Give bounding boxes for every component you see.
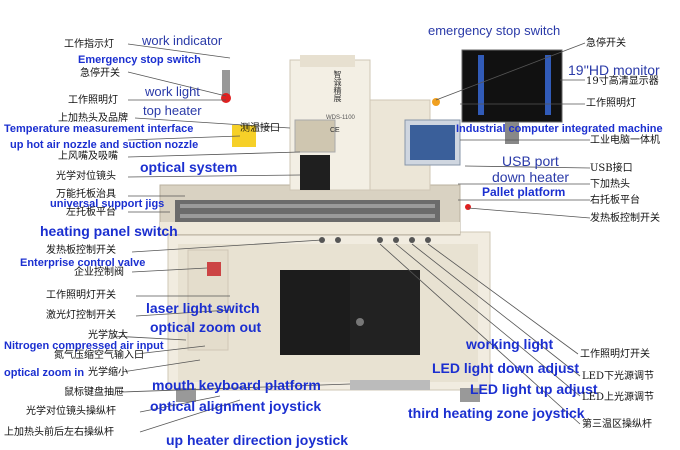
front-rail [160,222,460,234]
label-en-emergency-stop-right: emergency stop switch [428,23,561,38]
label-cn-working-light: 工作照明灯开关 [580,349,650,360]
label-cn-enterprise-control-valve: 企业控制阀 [74,267,124,278]
temperature-port-panel [232,125,256,147]
label-en-optical-system: optical system [140,159,238,175]
label-cn-down-heater: 下加热头 [590,179,630,190]
label-cn-industrial-computer: 工业电脑一体机 [590,135,660,146]
control-valve-icon [207,262,221,276]
cabinet-door-right [350,270,420,355]
label-en-hot-air-nozzle: up hot air nozzle and suction nozzle [10,139,199,151]
label-cn-led-up: LED上光源调节 [582,392,654,403]
label-en-heating-panel-switch: heating panel switch [40,223,178,239]
control-knobs [319,237,431,243]
machine-foot [460,388,480,402]
label-en-usb-port: USB port [502,153,559,169]
label-cn-hd-monitor: 19寸高清显示器 [586,76,659,87]
label-cn-emergency-stop-right: 急停开关 [586,38,626,49]
label-en-optical-zoom-out: optical zoom out [150,319,262,335]
bottom-heater-plate [175,200,440,222]
top-heater-head [294,119,336,153]
label-cn-led-down: LED下光源调节 [582,371,654,382]
tower-cap [300,55,355,67]
label-en-optical-zoom-in: optical zoom in [4,367,85,379]
label-cn-work-light: 工作照明灯 [68,95,118,106]
keyboard-drawer [350,380,430,390]
optical-alignment-camera [300,155,330,190]
label-cn-heating-plate-switch: 发热板控制开关 [46,245,116,256]
monitor-stand [505,122,519,144]
label-en-universal-support-jigs: universal support jigs [50,198,165,210]
label-cn-work-light-switch: 工作照明灯开关 [46,290,116,301]
label-en-heater-joystick: up heater direction joystick [166,432,349,448]
leader-lines-right [379,42,591,425]
label-cn-left-pallet: 左托板平台 [66,207,116,218]
label-en-keyboard-platform: mouth keyboard platform [152,377,321,393]
label-cn-emergency-stop-left: 急停开关 [80,68,120,79]
label-cn-optical-zoom-in: 光学缩小 [88,367,128,378]
label-en-led-up: LED light up adjust [470,381,598,397]
label-cn-heating-plate-switch-right: 发热板控制开关 [590,213,660,224]
label-cn-heater-joystick: 上加热头前后左右操纵杆 [4,427,114,438]
label-cn-temperature-interface: 测温接口 [240,123,280,134]
label-en-third-zone-joystick: third heating zone joystick [408,405,585,421]
cabinet-lock-icon [356,318,364,326]
emergency-stop-left-icon [221,93,231,103]
label-en-down-heater: down heater [492,169,570,185]
label-en-work-indicator: work indicator [142,33,223,48]
support-rail [180,214,435,218]
monitor-led-strip [478,55,484,115]
label-en-nitrogen-air-input: Nitrogen compressed air input [4,340,164,352]
label-cn-nitrogen-air-input: 氮气压缩空气输入口 [54,350,144,361]
label-cn-usb-port: USB接口 [590,163,633,174]
ce-mark: CE [330,127,340,134]
label-cn-work-light-right: 工作照明灯 [586,98,636,109]
label-cn-optical-joystick: 光学对位镜头操纵杆 [26,406,116,417]
label-cn-optical-zoom-out: 光学放大 [88,330,128,341]
label-cn-third-zone-joystick: 第三温区操纵杆 [582,419,652,430]
label-cn-work-indicator: 工作指示灯 [64,39,114,50]
monitor-led-strip [545,55,551,115]
label-en-enterprise-control-valve: Enterprise control valve [20,257,146,269]
support-rail [180,204,435,208]
label-en-emergency-stop-left: Emergency stop switch [78,54,201,66]
heating-switch-icon [465,204,471,210]
label-en-industrial-computer: Industrial computer integrated machine [456,123,663,135]
machine-brand-text: 智诚精展 [333,70,342,102]
label-en-hd-monitor: 19''HD monitor [568,62,660,78]
label-en-top-heater: top heater [143,103,202,118]
machine-foot [176,388,196,402]
machine-model-text: WDS-1100 [326,115,355,121]
label-cn-universal-support-jigs: 万能托板治具 [56,189,116,200]
leader-lines-left [111,43,351,433]
label-en-working-light: working light [466,336,554,352]
emergency-stop-right-icon [432,98,440,106]
label-cn-optical-system: 光学对位镜头 [56,171,116,182]
label-cn-top-heater: 上加热头及品牌 [58,113,128,124]
label-en-laser-light-switch: laser light switch [146,300,260,316]
label-en-work-light: work light [145,84,200,99]
label-cn-laser-switch: 激光灯控制开关 [46,310,116,321]
label-en-led-down: LED light down adjust [432,360,579,376]
label-en-temperature-interface: Temperature measurement interface [4,123,194,135]
industrial-computer-screen [410,125,455,160]
label-cn-hot-air-nozzle: 上风嘴及吸嘴 [58,151,118,162]
cabinet-door-left [280,270,350,355]
label-en-pallet-platform: Pallet platform [482,185,566,199]
label-cn-keyboard-drawer: 鼠标键盘抽屉 [64,387,124,398]
label-en-optical-joystick: optical alignment joystick [150,398,322,414]
indicator-lamp-pole [222,70,230,98]
label-cn-pallet-platform: 右托板平台 [590,195,640,206]
